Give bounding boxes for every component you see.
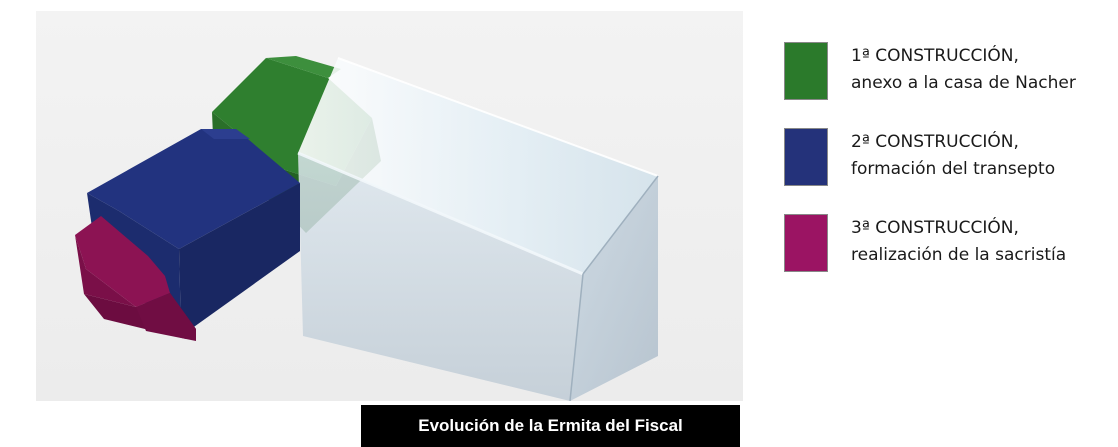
legend-title: 3ª CONSTRUCCIÓN, <box>851 218 1019 238</box>
legend-description: realización de la sacristía <box>851 245 1067 265</box>
glass-nave <box>297 57 659 401</box>
legend-item-third-construction: 3ª CONSTRUCCIÓN, realización de la sacri… <box>784 214 1114 274</box>
legend: 1ª CONSTRUCCIÓN, anexo a la casa de Nach… <box>784 42 1114 300</box>
legend-text: 3ª CONSTRUCCIÓN, realización de la sacri… <box>851 215 1066 269</box>
model-render <box>36 11 743 401</box>
block-third-construction <box>75 216 196 341</box>
legend-swatch-blue <box>784 128 828 186</box>
legend-item-second-construction: 2ª CONSTRUCCIÓN, formación del transepto <box>784 128 1114 188</box>
legend-text: 2ª CONSTRUCCIÓN, formación del transepto <box>851 129 1055 183</box>
legend-swatch-magenta <box>784 214 828 272</box>
building-model-illustration <box>75 56 659 401</box>
legend-item-first-construction: 1ª CONSTRUCCIÓN, anexo a la casa de Nach… <box>784 42 1114 102</box>
legend-description: formación del transepto <box>851 159 1056 179</box>
legend-swatch-green <box>784 42 828 100</box>
caption: Evolución de la Ermita del Fiscal <box>361 405 740 447</box>
legend-description: anexo a la casa de Nacher <box>851 73 1076 93</box>
legend-text: 1ª CONSTRUCCIÓN, anexo a la casa de Nach… <box>851 43 1076 97</box>
legend-title: 2ª CONSTRUCCIÓN, <box>851 132 1019 152</box>
legend-title: 1ª CONSTRUCCIÓN, <box>851 46 1019 66</box>
